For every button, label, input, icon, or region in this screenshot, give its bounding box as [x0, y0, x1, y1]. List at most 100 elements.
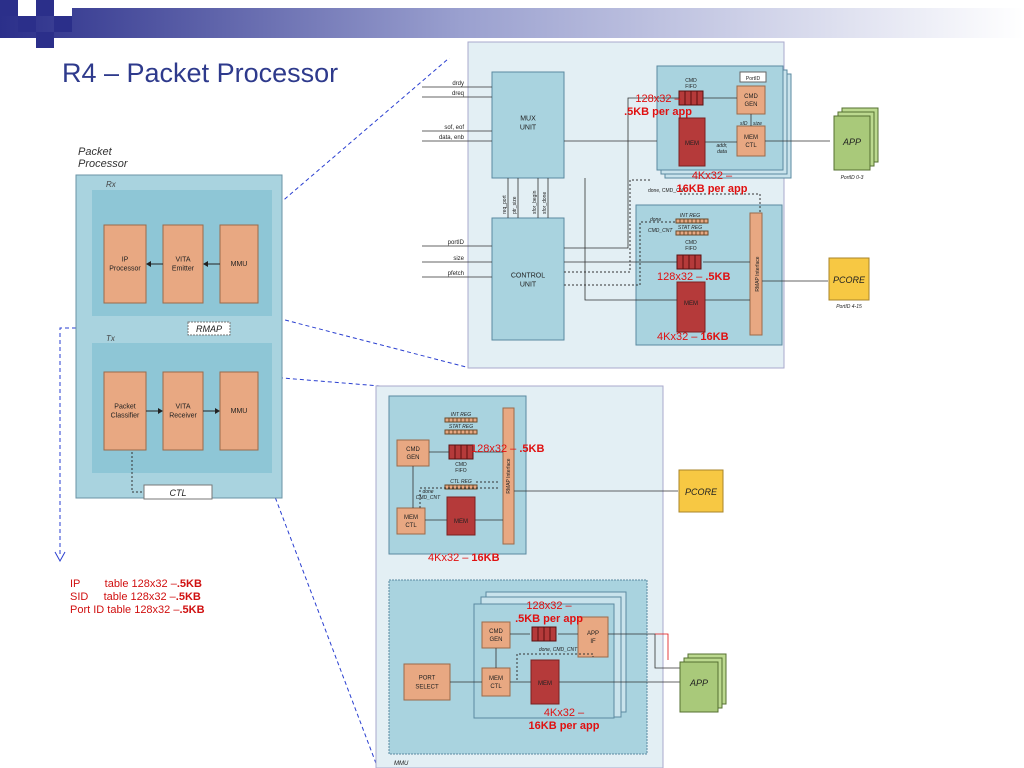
- app-if-line: IF: [590, 639, 596, 645]
- size-label: size: [753, 121, 762, 127]
- tx-mmu-block: [219, 371, 259, 451]
- table-desc: Port ID table 128x32 –: [70, 604, 180, 616]
- table-desc: SID table 128x32 –: [70, 591, 176, 603]
- cmd-gen-top-line: GEN: [744, 102, 757, 108]
- cmd-gen-mmu-line: GEN: [489, 637, 502, 643]
- mux-unit-line: MUX: [520, 116, 536, 123]
- cmd-fifo-top-line: FIFO: [685, 84, 696, 90]
- cmd-fifo-mmu-cell: [549, 626, 557, 642]
- table-size: .5KB: [179, 604, 205, 616]
- vertical-signal-label: req_port: [502, 195, 508, 214]
- size-annotation-line: 16KB per app: [652, 183, 772, 196]
- table-size-row: SID table 128x32 –.5KB: [70, 591, 201, 603]
- cmd-fifo-mmu-cell: [543, 626, 551, 642]
- cmd-fifo-mid-line: FIFO: [685, 246, 696, 252]
- int-reg-top: INT REG: [680, 213, 700, 219]
- cmd-gen-top: [736, 85, 766, 115]
- mem-ctl-mmu-line: MEM: [489, 676, 503, 682]
- done-cmdcnt-bottom-line: CMD_CNT: [416, 495, 441, 501]
- stat-reg-bottom-cell: [460, 429, 466, 435]
- mmu-label: MMU: [394, 761, 409, 767]
- addr-data-label: addr,data: [716, 143, 727, 155]
- size-annotation-line: 4Kx32 –: [512, 707, 616, 720]
- cmd-fifo-mid-line: CMD: [685, 240, 697, 246]
- mem-size-top: 4Kx32 – 16KB per app: [652, 170, 772, 196]
- fifo-size-mmu: 128x32 – .5KB per app: [504, 600, 594, 626]
- packet-processor-heading: Packet Processor: [78, 146, 168, 170]
- sid-label: sID: [740, 121, 748, 127]
- int-reg-bottom: INT REG: [451, 412, 471, 418]
- cmd-fifo-mid: [676, 254, 702, 270]
- cmd-fifo-mmu-cell: [537, 626, 545, 642]
- cmd-fifo-bottom-line: FIFO: [455, 468, 466, 474]
- size-annotation-value: .5KB per app: [624, 106, 692, 118]
- signal-label: data, enb: [439, 135, 465, 141]
- port-select-line: SELECT: [415, 685, 439, 691]
- rmap-interface-bottom-label: RMAP Interface: [506, 458, 512, 493]
- rmap-interface-top-label: RMAP Interface: [755, 256, 761, 291]
- cmd-gen-bottom-line: CMD: [406, 447, 420, 453]
- size-annotation-line: .5KB per app: [504, 613, 594, 626]
- ctl-box: [143, 484, 213, 500]
- done-cmdcnt-bottom-line: done: [422, 489, 433, 495]
- vita-emitter-block: [162, 224, 204, 304]
- tx-block-line: VITA: [175, 404, 190, 411]
- mem-size-bottom: 4Kx32 – 16KB: [428, 552, 500, 565]
- rmap-interface-top: [749, 212, 763, 336]
- tx-block-line: Classifier: [111, 413, 140, 420]
- size-annotation-prefix: 4Kx32 –: [691, 170, 733, 182]
- app-if-line: APP: [587, 631, 599, 637]
- vertical-signal-label: sfor_begin: [532, 190, 538, 214]
- rx-mmu-block: [219, 224, 259, 304]
- size-annotation-line: .5KB per app: [618, 106, 698, 119]
- table-desc: IP table 128x32 –: [70, 578, 177, 590]
- cmd-gen-bottom: [396, 439, 430, 467]
- packet-classifier-block: [103, 371, 147, 451]
- size-annotation-prefix: 128x32 –: [526, 600, 572, 612]
- mem-ctl-top-line: MEM: [744, 135, 758, 141]
- size-annotation-prefix: 4Kx32 –: [543, 707, 585, 719]
- app-block-bottom: [679, 661, 719, 713]
- stat-reg-bottom-cell: [472, 429, 478, 435]
- app-label-top: APP: [842, 137, 861, 147]
- stat-reg-bar: [675, 230, 709, 236]
- mem-mid-label: MEM: [684, 301, 698, 307]
- rx-block-line: Processor: [109, 266, 141, 273]
- pcore-label-bottom: PCORE: [685, 487, 718, 497]
- size-annotation-line: 128x32 –: [618, 93, 698, 106]
- cmd-fifo-top-line: CMD: [685, 78, 697, 84]
- int-reg-bottom-cell: [452, 417, 458, 423]
- size-annotation-line: 128x32 –: [504, 600, 594, 613]
- rmap-box: [187, 321, 231, 336]
- header-decoration: [0, 0, 1024, 48]
- tx-block-line: Receiver: [169, 413, 197, 420]
- tx-block-line: Packet: [114, 404, 135, 411]
- pcore-label-top: PCORE: [833, 275, 866, 285]
- stat-reg-bottom-cell: [456, 429, 462, 435]
- signal-label: dreq: [452, 91, 464, 97]
- rx-block-line: Emitter: [172, 266, 195, 273]
- rx-block-line: MMU: [231, 261, 248, 268]
- cmd-gen-mmu: [481, 621, 511, 649]
- signal-label: drdy: [452, 81, 464, 87]
- ctl-reg-bottom-cell: [472, 484, 478, 490]
- int-reg-bottom-cell: [460, 417, 466, 423]
- int-reg-bar: [675, 218, 709, 224]
- stat-reg-bottom-cell: [468, 429, 474, 435]
- addr-data-line: data: [717, 149, 727, 155]
- size-annotation-prefix: 128x32 –: [471, 443, 520, 455]
- mem-ctl-bottom-line: CTL: [405, 523, 417, 529]
- cmd-fifo-bottom-cell: [454, 444, 462, 460]
- vertical-signal-label: sfor_done: [542, 192, 548, 214]
- rx-block-line: VITA: [175, 257, 190, 264]
